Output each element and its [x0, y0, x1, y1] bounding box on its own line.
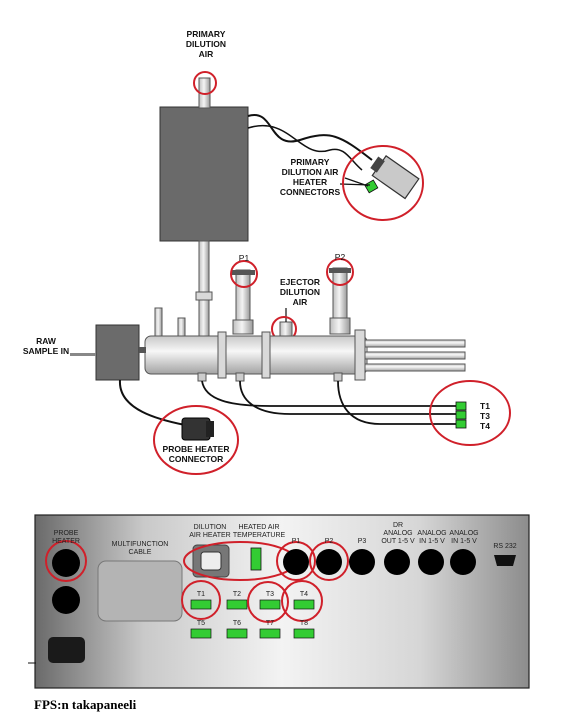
t1-connector — [455, 401, 467, 411]
heated-air-temp-connector — [250, 547, 262, 571]
heater-connector-highlight-circle — [342, 145, 424, 221]
panel-probe-heater-label: PROBE HEATER — [52, 530, 80, 545]
panel-analog-in-2-label: ANALOG IN 1-5 V — [449, 530, 479, 545]
t3-panel-highlight-circle — [247, 581, 289, 623]
panel-p2-label: P2 — [324, 538, 334, 545]
p2-tube — [332, 267, 348, 321]
p2-socket — [316, 549, 342, 575]
p2-highlight-circle — [326, 258, 354, 286]
heater-connectors-label: PRIMARY DILUTION AIR HEATER CONNECTORS — [279, 157, 341, 197]
panel-multifunction-label: MULTIFUNCTION CABLE — [111, 541, 169, 556]
t3-connector — [455, 410, 467, 420]
p2-panel-highlight-circle — [309, 541, 349, 581]
panel-t2-label: T2 — [232, 591, 242, 598]
t3-label: T3 — [480, 411, 490, 421]
panel-t4-label: T4 — [299, 591, 309, 598]
main-tube-body — [144, 335, 368, 375]
heater-box — [159, 106, 249, 242]
t1-socket — [190, 599, 212, 610]
panel-dr-analog-out-label: DR ANALOG OUT 1-5 V — [381, 522, 415, 545]
t2-socket — [226, 599, 248, 610]
multifunction-cable-plate — [97, 560, 183, 622]
t1-panel-highlight-circle — [181, 580, 221, 620]
analog-in-2-socket — [450, 549, 476, 575]
probe-heater-block — [95, 324, 140, 381]
spare-socket — [52, 586, 80, 614]
t4-label: T4 — [480, 421, 490, 431]
t4-panel-highlight-circle — [281, 580, 323, 622]
p1-tube — [235, 269, 251, 323]
t5-socket — [190, 628, 212, 639]
panel-t7-label: T7 — [265, 620, 275, 627]
t4-cable — [337, 380, 458, 425]
panel-heated-air-temp-label: HEATED AIR TEMPERATURE — [232, 524, 286, 539]
panel-p3-label: P3 — [357, 538, 367, 545]
dr-analog-out-socket — [384, 549, 410, 575]
rs232-port — [494, 555, 516, 566]
probe-heater-highlight-circle — [45, 540, 87, 582]
p1-highlight-circle — [230, 260, 258, 288]
t1-label: T1 — [480, 401, 490, 411]
heater-connector-cable — [247, 113, 373, 161]
panel-dilution-heater-label: DILUTION AIR HEATER — [189, 524, 231, 539]
primary-dilution-air-label: PRIMARY DILUTION AIR — [185, 29, 227, 59]
p1-label: P1 — [238, 253, 250, 263]
probe-heater-connector — [181, 417, 211, 441]
panel-t3-label: T3 — [265, 591, 275, 598]
t8-socket — [293, 628, 315, 639]
panel-analog-in-1-label: ANALOG IN 1-5 V — [417, 530, 447, 545]
ejector-dilution-air-label: EJECTOR DILUTION AIR — [279, 277, 321, 307]
raw-sample-in-label: RAW SAMPLE IN — [22, 336, 70, 356]
p1-panel-highlight-circle — [276, 541, 316, 581]
probe-heater-connector-label: PROBE HEATER CONNECTOR — [162, 444, 230, 464]
t3-socket — [259, 599, 281, 610]
panel-t8-label: T8 — [299, 620, 309, 627]
panel-t1-label: T1 — [196, 591, 206, 598]
t7-socket — [259, 628, 281, 639]
panel-t5-label: T5 — [196, 620, 206, 627]
primary-air-highlight-circle — [193, 71, 217, 95]
t4-connector — [455, 419, 467, 429]
probe-heater-connector-highlight-circle — [153, 405, 239, 475]
t4-socket — [293, 599, 315, 610]
thermo-connectors-highlight-circle — [429, 380, 511, 446]
p1-socket — [283, 549, 309, 575]
panel-rs232-label: RS 232 — [493, 543, 517, 550]
heater-outlet-tube — [198, 240, 210, 337]
t1-cable — [201, 380, 458, 407]
heater-connector — [370, 155, 420, 200]
t3-cable — [239, 380, 458, 415]
probe-heater-socket — [52, 549, 80, 577]
t6-socket — [226, 628, 248, 639]
panel-t6-label: T6 — [232, 620, 242, 627]
power-socket — [48, 637, 85, 663]
panel-p1-label: P1 — [291, 538, 301, 545]
p3-socket — [349, 549, 375, 575]
p2-label: P2 — [334, 252, 346, 262]
probe-heater-cable — [118, 379, 186, 426]
analog-in-1-socket — [418, 549, 444, 575]
figure-caption: FPS:n takapaneeli — [34, 697, 137, 712]
